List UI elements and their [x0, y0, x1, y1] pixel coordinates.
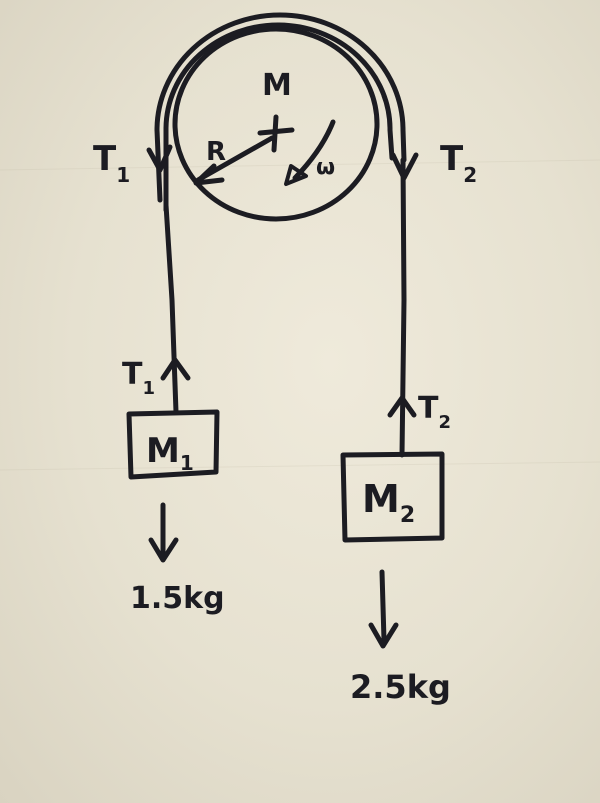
radius-label: R	[206, 137, 226, 167]
t2-block-arrow	[387, 395, 417, 418]
block-m2	[340, 451, 445, 543]
block-m1-label: M1	[146, 431, 194, 475]
rope-outer	[154, 12, 407, 203]
block-m2-label: M2	[362, 477, 415, 528]
mass-value-right: 2.5kg	[350, 668, 451, 706]
t1-top-label: T1	[93, 139, 130, 187]
block-m1-outline	[126, 409, 220, 480]
pulley-mass-label: M	[262, 68, 292, 103]
weight-arrowhead-right	[368, 622, 399, 649]
t2-top-label: T2	[440, 139, 477, 187]
omega-arrowhead	[284, 164, 308, 186]
omega-label: ω	[316, 155, 335, 180]
t2-bottom-label: T2	[418, 391, 451, 433]
weight-arrow-right	[379, 569, 387, 643]
radius-arrowhead	[193, 163, 225, 186]
rope-right	[399, 157, 407, 458]
rope-inner	[163, 22, 395, 213]
pulley	[172, 26, 380, 222]
mass-value-left: 1.5kg	[130, 581, 225, 616]
t2-rope-arrow	[390, 152, 419, 181]
block-m1	[126, 409, 220, 480]
block-m2-outline	[340, 451, 445, 543]
pulley-center-mark-vertical	[271, 114, 279, 153]
t1-rope-arrow	[146, 144, 173, 173]
t1-bottom-label: T1	[122, 357, 155, 399]
rope-left	[163, 202, 179, 415]
rope	[146, 12, 419, 458]
weight-arrowhead-left	[148, 537, 179, 563]
paper-texture	[0, 159, 600, 471]
pulley-disk	[172, 26, 380, 222]
t1-block-arrow	[160, 357, 191, 381]
weight-arrows	[148, 502, 399, 649]
radius-line	[195, 135, 275, 183]
